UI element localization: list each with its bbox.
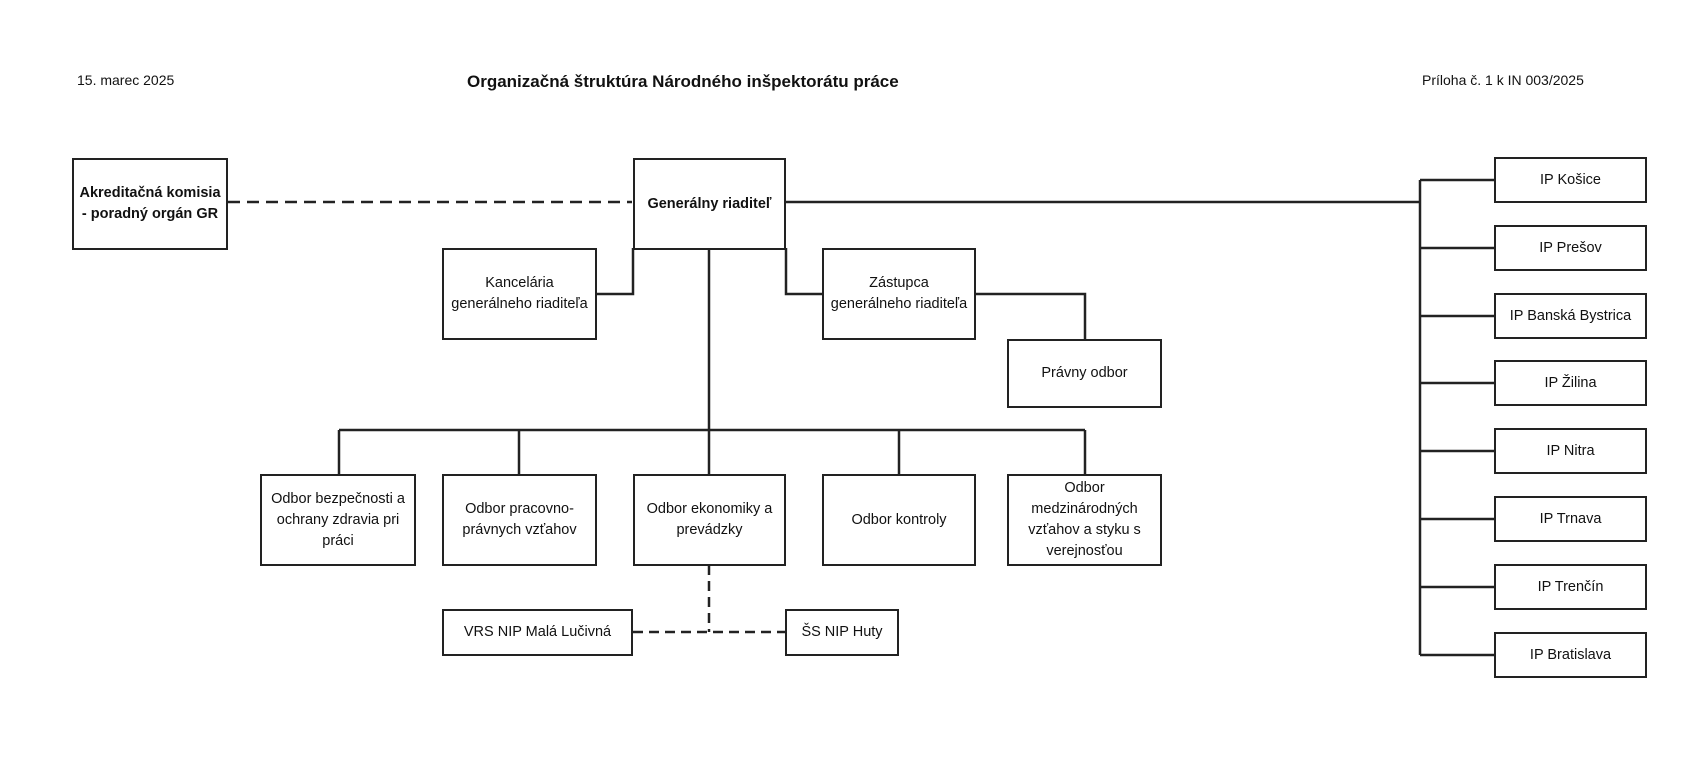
dept-economy-box: Odbor ekonomiky a prevádzky <box>633 474 786 566</box>
inspectorate-box: IP Bratislava <box>1494 632 1647 678</box>
facility-mala-lucivna-box: VRS NIP Malá Lučivná <box>442 609 633 656</box>
connector-deputy <box>784 248 822 296</box>
document-date: 15. marec 2025 <box>77 72 175 88</box>
deputy-director-box: Zástupca generálneho riaditeľa <box>822 248 976 340</box>
dept-international-box: Odbor medzinárodných vzťahov a styku s v… <box>1007 474 1162 566</box>
annex-reference: Príloha č. 1 k IN 003/2025 <box>1422 72 1584 88</box>
facility-huty-box: ŠS NIP Huty <box>785 609 899 656</box>
inspectorate-box: IP Trenčín <box>1494 564 1647 610</box>
page-title: Organizačná štruktúra Národného inšpekto… <box>467 72 899 91</box>
dept-control-box: Odbor kontroly <box>822 474 976 566</box>
director-office-box: Kancelária generálneho riaditeľa <box>442 248 597 340</box>
connector-legal <box>976 292 1087 339</box>
accreditation-commission-box: Akreditačná komisia - poradný orgán GR <box>72 158 228 250</box>
connector-office <box>597 248 635 296</box>
inspectorate-box: IP Košice <box>1494 157 1647 203</box>
inspectorate-box: IP Banská Bystrica <box>1494 293 1647 339</box>
inspectorate-box: IP Nitra <box>1494 428 1647 474</box>
general-director-box: Generálny riaditeľ <box>633 158 786 250</box>
inspectorate-box: IP Žilina <box>1494 360 1647 406</box>
legal-department-box: Právny odbor <box>1007 339 1162 408</box>
inspectorate-box: IP Trnava <box>1494 496 1647 542</box>
dept-labour-relations-box: Odbor pracovno-právnych vzťahov <box>442 474 597 566</box>
dept-safety-box: Odbor bezpečnosti a ochrany zdravia pri … <box>260 474 416 566</box>
inspectorate-box: IP Prešov <box>1494 225 1647 271</box>
